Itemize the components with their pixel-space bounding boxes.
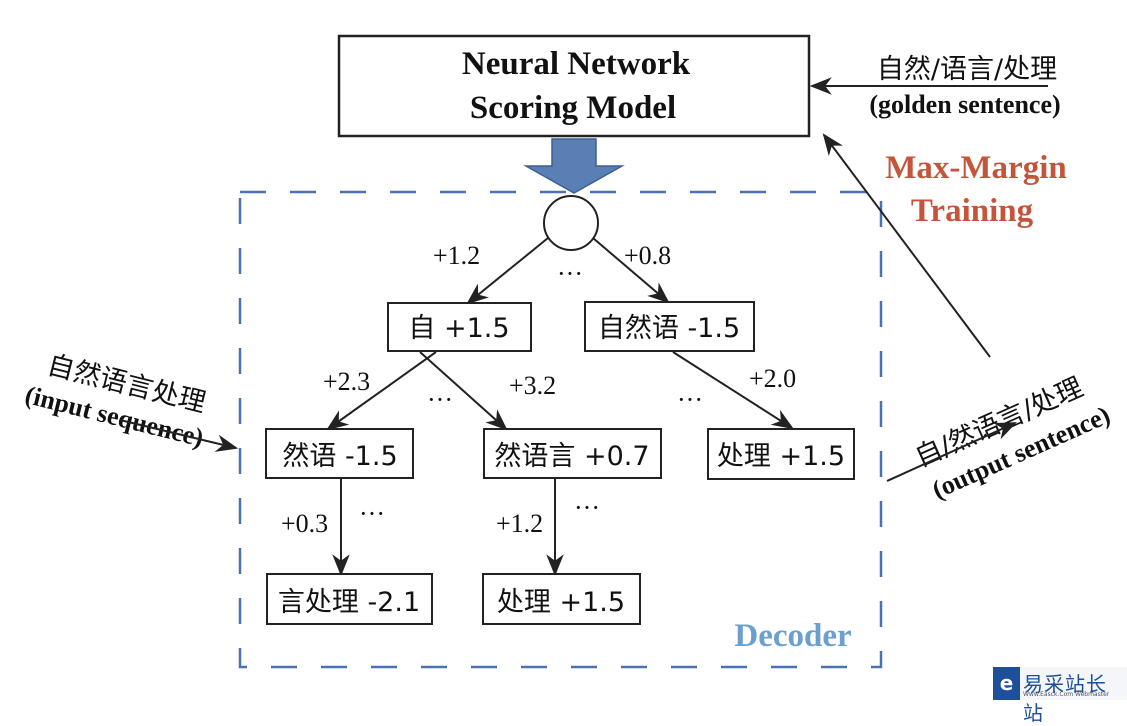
node-n2-label: 自然语 -1.5 <box>598 313 740 344</box>
output-sentence-group: 自/然语言/处理 (output sentence) <box>910 372 1114 505</box>
watermark: e 易采站长站 Www.Easck.Com Webmaster <box>993 667 1127 725</box>
node-n7-label: 处理 +1.5 <box>497 587 625 618</box>
scoring-model-title-line1: Neural Network <box>462 46 691 82</box>
max-margin-line2: Training <box>911 193 1034 229</box>
edge-n1-n4 <box>419 351 508 431</box>
node-n4 <box>483 428 662 479</box>
node-n3 <box>265 428 414 479</box>
ellipsis-root: ··· <box>557 259 583 288</box>
node-n5 <box>707 428 855 480</box>
golden-sentence-chars: 自然/语言/处理 <box>877 54 1057 85</box>
ellipsis-n1: ··· <box>427 385 453 414</box>
golden-sentence-label: (golden sentence) <box>869 90 1060 119</box>
ellipsis-n2: ··· <box>677 385 703 414</box>
watermark-logo-icon: e <box>993 667 1020 700</box>
node-n1-label: 自 +1.5 <box>408 313 509 344</box>
edge-label-n3-n6: +0.3 <box>281 509 328 538</box>
edge-label-n1-n3: +2.3 <box>323 367 370 396</box>
output-arrow <box>886 422 1018 482</box>
node-n3-label: 然语 -1.5 <box>282 441 397 472</box>
node-n1 <box>387 302 532 352</box>
input-arrow <box>119 419 239 452</box>
decoder-diagram: Neural Network Scoring Model Decoder +1.… <box>22 34 1114 669</box>
node-n4-label: 然语言 +0.7 <box>494 441 649 472</box>
edge-label-root-n2: +0.8 <box>624 241 671 270</box>
big-down-arrow-icon <box>523 138 625 194</box>
edge-n1-n3 <box>326 351 437 431</box>
node-n7 <box>482 573 641 625</box>
scoring-model-title-line2: Scoring Model <box>470 90 676 126</box>
node-n2 <box>584 301 755 352</box>
node-n6-label: 言处理 -2.1 <box>278 587 420 618</box>
max-margin-line1: Max-Margin <box>885 150 1066 186</box>
ellipsis-n4: ··· <box>574 493 600 522</box>
node-n5-label: 处理 +1.5 <box>717 441 845 472</box>
node-n6 <box>266 573 433 625</box>
max-margin-arrow <box>822 133 991 358</box>
edge-label-n1-n4: +3.2 <box>509 371 556 400</box>
decoder-label: Decoder <box>734 618 851 654</box>
decoder-box <box>238 190 883 669</box>
edge-label-root-n1: +1.2 <box>433 241 480 270</box>
scoring-model-box: Neural Network Scoring Model <box>337 34 811 138</box>
edge-label-n4-n7: +1.2 <box>496 509 543 538</box>
edge-root-n2 <box>592 237 670 304</box>
watermark-subtext: Www.Easck.Com Webmaster <box>1023 691 1110 698</box>
edge-n2-n5 <box>672 351 794 430</box>
edge-root-n1 <box>466 237 549 305</box>
root-node <box>543 195 599 251</box>
ellipsis-n3: ··· <box>359 499 385 528</box>
edge-label-n2-n5: +2.0 <box>749 364 796 393</box>
